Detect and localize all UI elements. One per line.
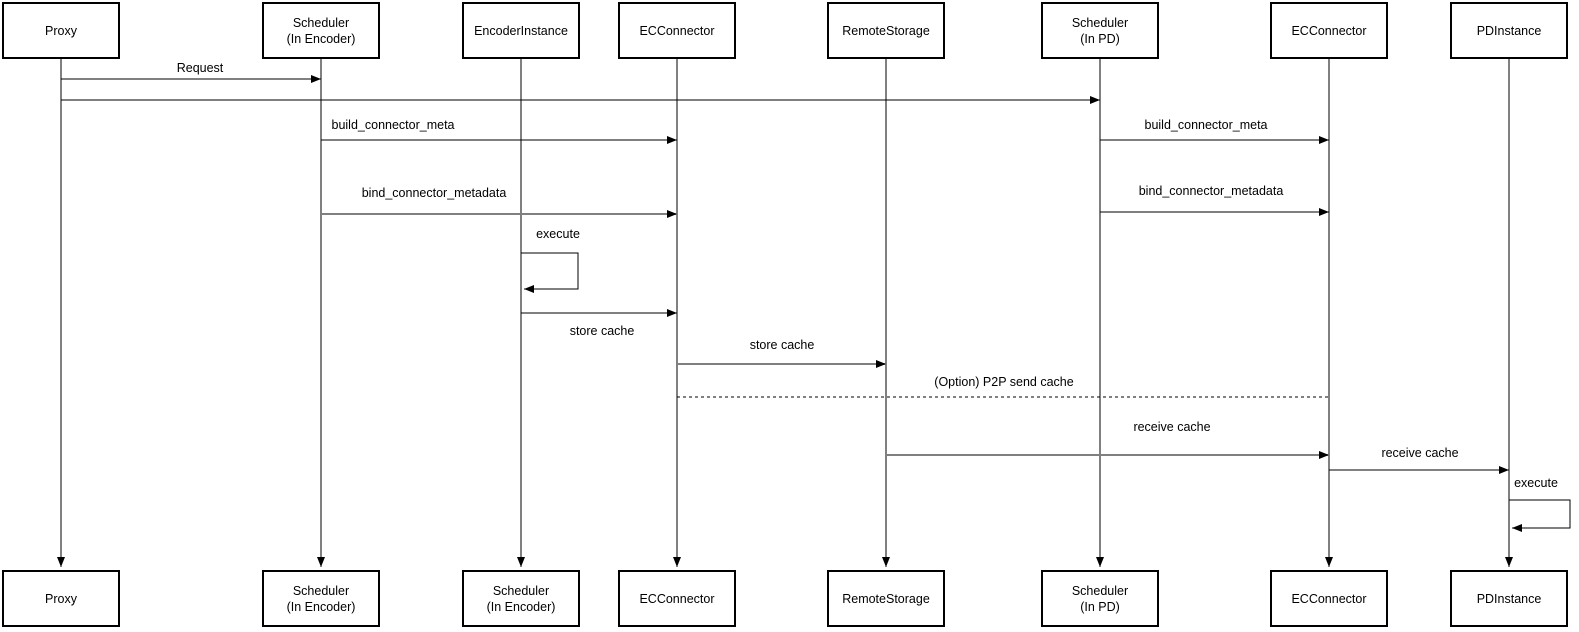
actor-label: (In Encoder) [286, 31, 356, 46]
actor-bottom-ec-connector-encoder: ECConnector [618, 570, 736, 627]
message-label-execute-right: execute [1514, 476, 1558, 490]
actor-top-proxy: Proxy [2, 2, 120, 59]
message-label-receive-cache-right: receive cache [1381, 446, 1459, 460]
actor-label: (In Encoder) [286, 599, 356, 614]
actor-label: Proxy [45, 591, 77, 606]
actor-label: EncoderInstance [474, 23, 568, 38]
actor-top-ec-connector-encoder: ECConnector [618, 2, 736, 59]
actor-label: Scheduler [292, 15, 350, 30]
actor-label: (In Encoder) [486, 599, 556, 614]
actor-top-scheduler-in-encoder: Scheduler (In Encoder) [262, 2, 380, 59]
actor-bottom-scheduler-in-encoder-2: Scheduler (In Encoder) [462, 570, 580, 627]
message-label-store-cache-mid: store cache [749, 338, 815, 352]
message-label-bind-metadata-right: bind_connector_metadata [1138, 184, 1284, 198]
actor-label: PDInstance [1476, 23, 1542, 38]
message-label-store-cache-left: store cache [569, 324, 635, 338]
actor-label: ECConnector [639, 591, 715, 606]
arrow-execute-self-right [1509, 499, 1571, 532]
actor-top-remote-storage: RemoteStorage [827, 2, 945, 59]
actor-label: ECConnector [639, 23, 715, 38]
actor-top-encoder-instance: EncoderInstance [462, 2, 580, 59]
actor-bottom-ec-connector-pd: ECConnector [1270, 570, 1388, 627]
message-label-execute-left: execute [536, 227, 580, 241]
actor-label: RemoteStorage [842, 591, 930, 606]
actor-bottom-scheduler-in-encoder: Scheduler (In Encoder) [262, 570, 380, 627]
actor-top-ec-connector-pd: ECConnector [1270, 2, 1388, 59]
actor-label: Proxy [45, 23, 77, 38]
actor-bottom-remote-storage: RemoteStorage [827, 570, 945, 627]
actor-label: ECConnector [1291, 23, 1367, 38]
actor-label: Scheduler [292, 583, 350, 598]
message-label-build-meta-left: build_connector_meta [331, 118, 455, 132]
actor-label: PDInstance [1476, 591, 1542, 606]
actor-bottom-scheduler-in-pd: Scheduler (In PD) [1041, 570, 1159, 627]
actor-label: (In PD) [1080, 31, 1120, 46]
message-label-request: Request [176, 61, 224, 75]
message-label-receive-cache-mid: receive cache [1133, 420, 1211, 434]
actor-bottom-pd-instance: PDInstance [1450, 570, 1568, 627]
actor-label: (In PD) [1080, 599, 1120, 614]
actor-label: Scheduler [492, 583, 550, 598]
message-label-build-meta-right: build_connector_meta [1144, 118, 1268, 132]
actor-label: Scheduler [1071, 15, 1129, 30]
actor-top-scheduler-in-pd: Scheduler (In PD) [1041, 2, 1159, 59]
message-label-bind-metadata-left: bind_connector_metadata [361, 186, 507, 200]
actor-bottom-proxy: Proxy [2, 570, 120, 627]
actor-label: ECConnector [1291, 591, 1367, 606]
actor-label: Scheduler [1071, 583, 1129, 598]
actor-label: RemoteStorage [842, 23, 930, 38]
message-label-p2p-send-cache: (Option) P2P send cache [934, 375, 1074, 389]
arrow-execute-self-left [521, 252, 579, 293]
actor-top-pd-instance: PDInstance [1450, 2, 1568, 59]
